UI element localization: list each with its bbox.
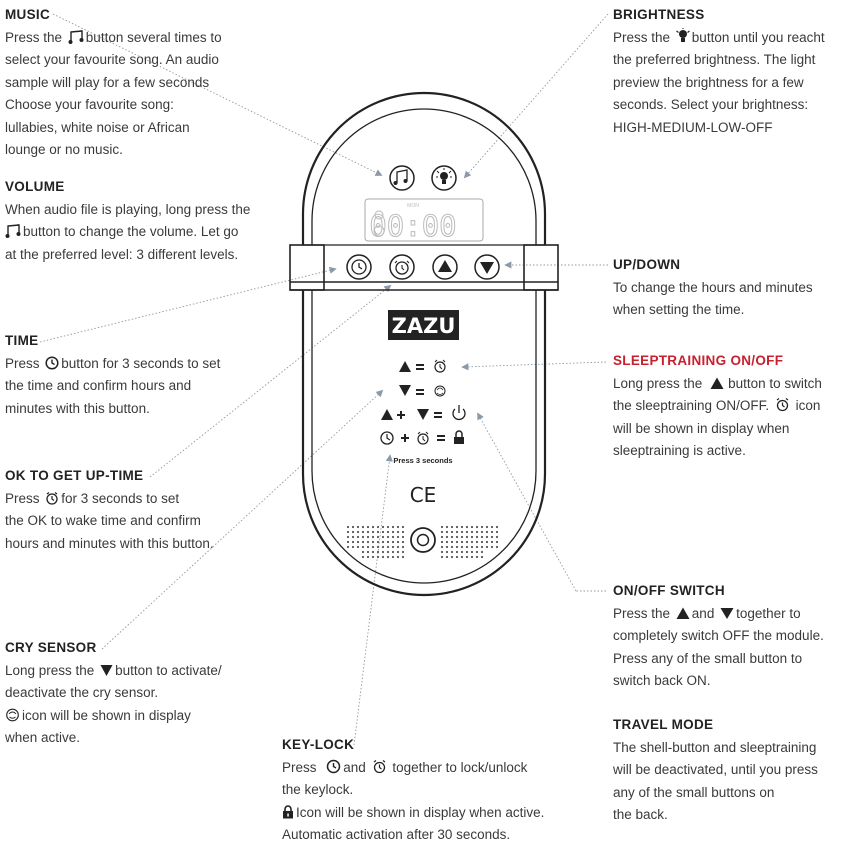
- down-button[interactable]: [474, 254, 500, 280]
- legend-symbols: [380, 359, 466, 445]
- up-down-section: UP/DOWN To change the hours and minutes …: [613, 254, 813, 322]
- cry-sensor-section: CRY SENSOR Long press the button to acti…: [5, 637, 222, 750]
- brightness-button[interactable]: [431, 165, 457, 191]
- ok-time-section: OK TO GET UP-TIME Press for 3 seconds to…: [5, 465, 214, 555]
- ok-wake-button[interactable]: [389, 254, 415, 280]
- alarm-clock-icon: [776, 398, 789, 412]
- travel-mode-section: TRAVEL MODE The shell-button and sleeptr…: [613, 714, 818, 827]
- brightness-section: BRIGHTNESS Press the button until you re…: [613, 4, 825, 139]
- key-lock-section: KEY-LOCK Press and together to lock/unlo…: [282, 734, 544, 846]
- cry-face-icon: [6, 708, 19, 721]
- travel-mode-heading: TRAVEL MODE: [613, 717, 714, 732]
- alarm-clock-icon: [46, 491, 58, 505]
- sleeptraining-section: SLEEPTRAINING ON/OFF Long press the butt…: [613, 350, 822, 463]
- svg-text:ZAZU: ZAZU: [392, 314, 456, 338]
- display-small-text: MON: [407, 203, 419, 209]
- press-3-seconds-caption: Press 3 seconds: [393, 456, 452, 465]
- bulb-icon: [675, 27, 690, 42]
- music-note-icon: [68, 29, 84, 44]
- clock-icon: [327, 759, 341, 773]
- volume-heading: VOLUME: [5, 179, 65, 194]
- device-body: [289, 91, 559, 597]
- music-button[interactable]: [389, 165, 415, 191]
- time-button[interactable]: [346, 254, 372, 280]
- up-triangle-icon: [710, 377, 724, 389]
- time-heading: TIME: [5, 333, 39, 348]
- ok-time-heading: OK TO GET UP-TIME: [5, 468, 144, 483]
- ce-mark: CE: [410, 483, 437, 507]
- lock-icon: [283, 804, 293, 818]
- music-note-icon: [5, 224, 21, 238]
- cry-sensor-heading: CRY SENSOR: [5, 640, 97, 655]
- display-digits: 00:00: [369, 209, 456, 243]
- volume-section: VOLUME When audio file is playing, long …: [5, 176, 250, 266]
- on-off-section: ON/OFF SWITCH Press the and together to …: [613, 580, 824, 693]
- up-button[interactable]: [432, 254, 458, 280]
- music-heading: MUSIC: [5, 7, 50, 22]
- on-off-heading: ON/OFF SWITCH: [613, 583, 725, 598]
- alarm-clock-icon: [373, 759, 385, 773]
- down-triangle-icon: [100, 664, 113, 676]
- up-down-heading: UP/DOWN: [613, 257, 681, 272]
- brightness-heading: BRIGHTNESS: [613, 7, 705, 22]
- lcd-display: 00:00 MON: [364, 198, 484, 244]
- key-lock-heading: KEY-LOCK: [282, 737, 355, 752]
- brand-logo: ZAZU: [388, 310, 459, 340]
- sleeptraining-heading: SLEEPTRAINING ON/OFF: [613, 353, 784, 368]
- up-triangle-icon: [676, 607, 690, 619]
- down-triangle-icon: [720, 607, 734, 619]
- time-section: TIME Press button for 3 seconds to set t…: [5, 330, 220, 420]
- leader-lines: [39, 13, 609, 746]
- music-section: MUSIC Press the button several times to …: [5, 4, 222, 162]
- shell-button[interactable]: [410, 527, 436, 553]
- speaker-grille: [346, 525, 499, 559]
- clock-icon: [45, 355, 59, 370]
